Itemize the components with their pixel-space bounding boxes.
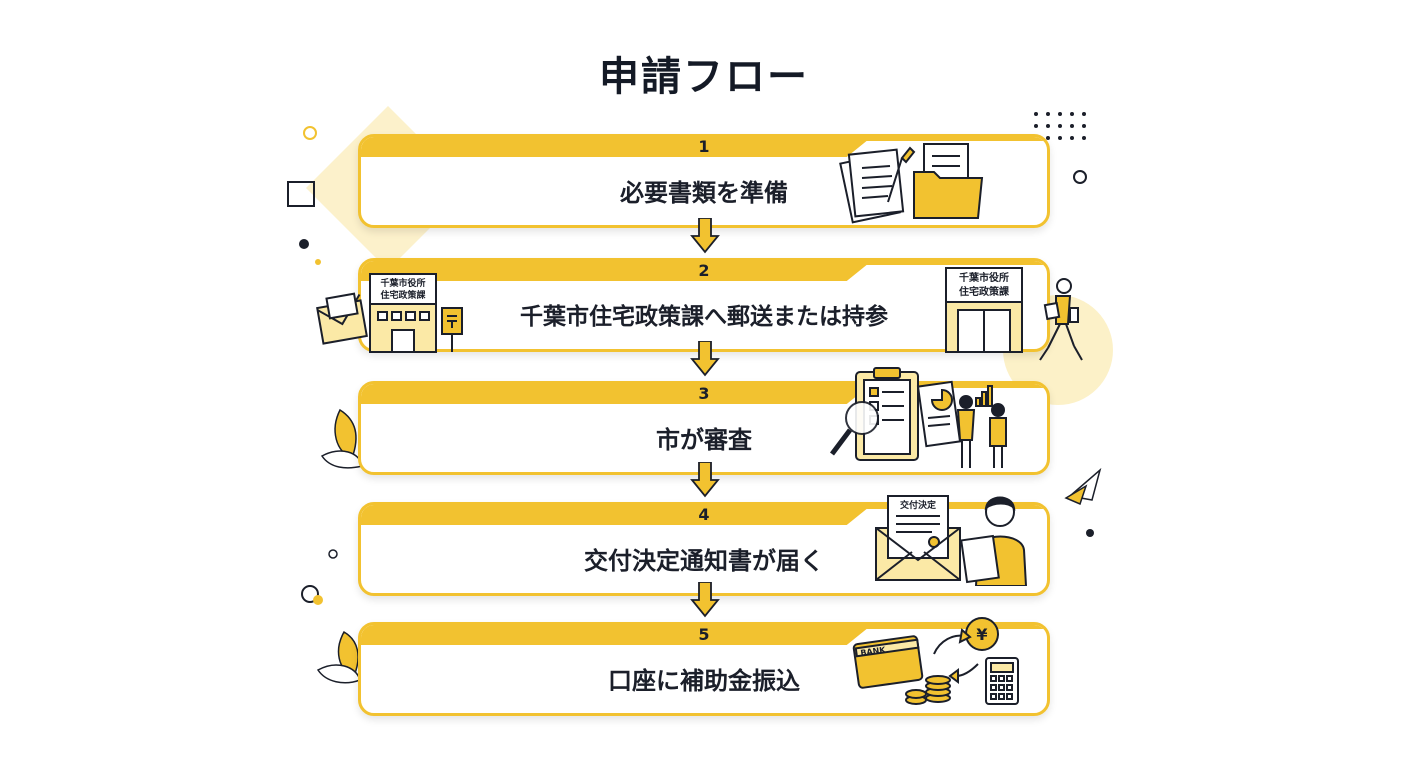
bank-card-label: BANK <box>860 645 887 658</box>
yen-symbol: ¥ <box>976 625 987 644</box>
leaf-decoration <box>316 630 361 684</box>
flow-arrow <box>690 582 720 618</box>
office-sign-line-2: 住宅政策課 <box>380 289 426 301</box>
step-number: 1 <box>698 137 710 156</box>
deco-dot <box>313 595 323 605</box>
deco-ring <box>328 549 338 559</box>
deco-dot <box>299 239 309 249</box>
step-tab <box>361 384 1047 404</box>
office-sign-line-2: 住宅政策課 <box>959 285 1009 298</box>
deco-ring <box>301 585 319 603</box>
deco-square-outline <box>287 181 315 207</box>
flow-arrow <box>690 462 720 498</box>
deco-ring <box>303 126 317 140</box>
step-label: 必要書類を準備 <box>620 179 788 207</box>
office-walking-person-illustration: 千葉市役所 住宅政策課 <box>945 267 1083 361</box>
paper-plane-decoration <box>1064 467 1102 506</box>
notice-letter-person-illustration: 交付決定 <box>875 495 1028 586</box>
office-sign-line-1: 千葉市役所 <box>959 271 1009 284</box>
review-magnifier-team-illustration <box>830 367 1007 468</box>
office-sign-line-1: 千葉市役所 <box>380 277 425 289</box>
notice-title: 交付決定 <box>900 499 937 511</box>
mail-city-hall-illustration: 千葉市役所 住宅政策課 <box>316 273 463 353</box>
page-title: 申請フロー <box>599 54 809 100</box>
deco-dot-small <box>315 259 321 265</box>
step-number: 2 <box>698 261 710 280</box>
flow-arrow <box>690 341 720 377</box>
deco-ring <box>1073 170 1087 184</box>
flow-arrow <box>690 218 720 254</box>
step-number: 4 <box>698 505 710 524</box>
step-label: 市が審査 <box>656 426 752 454</box>
step-label: 千葉市住宅政策課へ郵送または持参 <box>520 304 888 330</box>
step-tab <box>361 261 1047 281</box>
step-number: 3 <box>698 384 710 403</box>
documents-folder-illustration <box>839 143 984 224</box>
step-number: 5 <box>698 625 710 644</box>
step-label: 交付決定通知書が届く <box>584 547 824 575</box>
leaf-decoration <box>320 408 363 469</box>
step-tab <box>361 625 1047 645</box>
step-tab <box>361 505 1047 525</box>
step-tab <box>361 137 1047 157</box>
deco-dot <box>1086 529 1094 537</box>
bank-transfer-illustration: BANK ¥ <box>852 617 1019 705</box>
step-label: 口座に補助金振込 <box>608 667 800 695</box>
